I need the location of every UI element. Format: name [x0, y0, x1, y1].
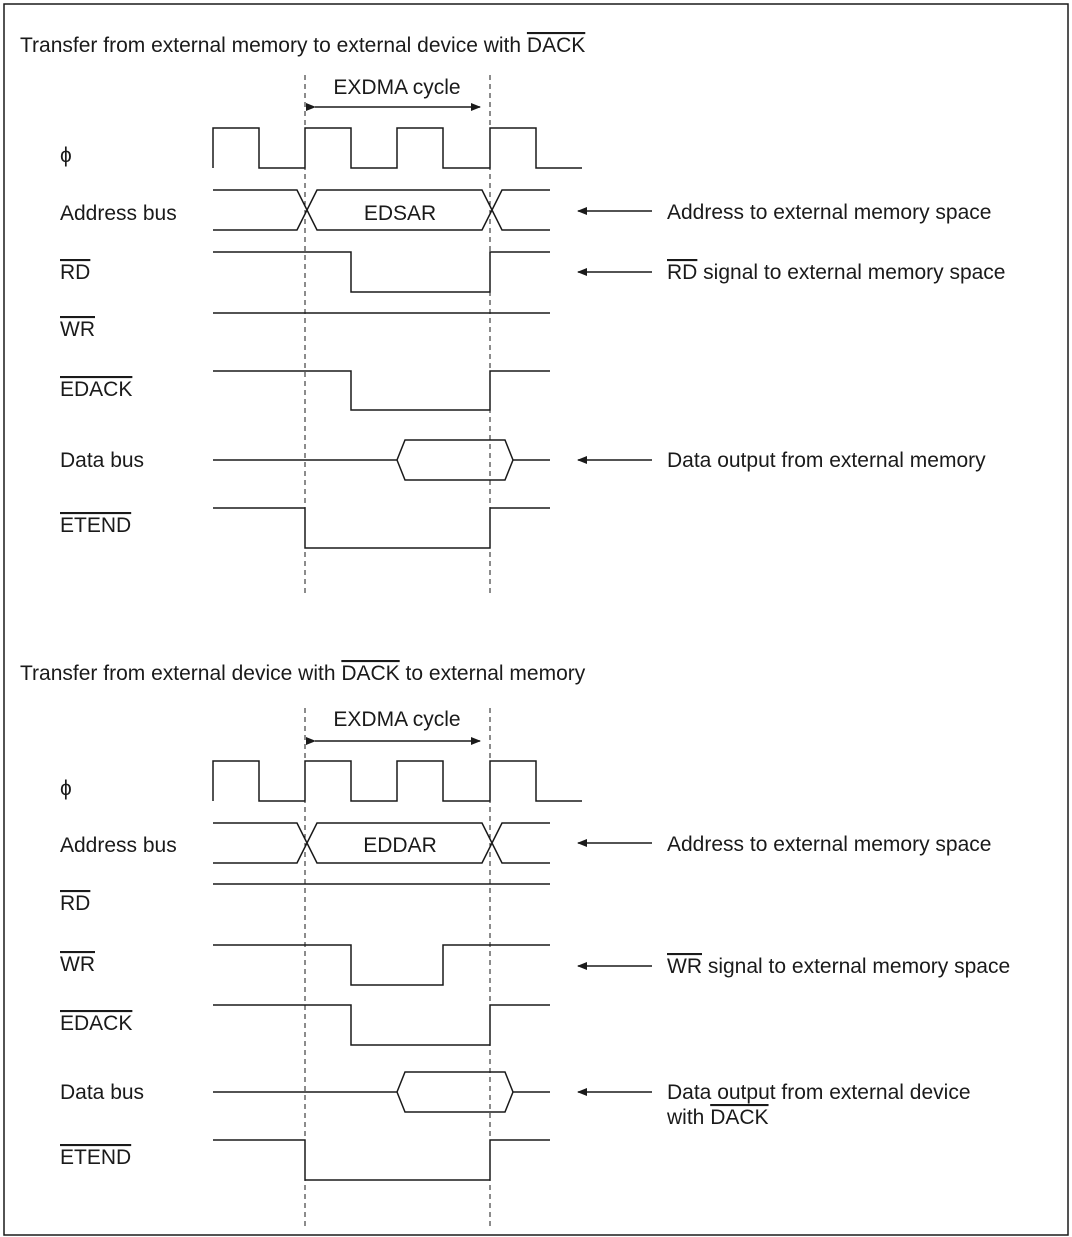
signal-label-wr: WR	[60, 953, 95, 976]
signal-label-wr: WR	[60, 318, 95, 341]
signal-label-address-bus: Address bus	[60, 202, 177, 225]
data-annotation: Data output from external device	[667, 1081, 971, 1104]
data-annotation-line2: with DACK	[666, 1106, 769, 1129]
address-bus-waveform	[213, 822, 550, 864]
signal-label-edack: EDACK	[60, 378, 132, 401]
strobe-annotation: RD signal to external memory space	[667, 261, 1005, 284]
cycle-label: EXDMA cycle	[333, 708, 460, 731]
edack-waveform	[213, 1004, 550, 1046]
etend-waveform	[213, 507, 550, 549]
signal-label-address-bus: Address bus	[60, 834, 177, 857]
data-bus-waveform	[213, 439, 550, 481]
rd-waveform	[213, 251, 550, 293]
wr-waveform	[213, 944, 550, 986]
signal-label-etend: ETEND	[60, 1146, 131, 1169]
signal-label-rd: RD	[60, 261, 90, 284]
etend-waveform	[213, 1139, 550, 1181]
address-annotation: Address to external memory space	[667, 833, 991, 856]
signal-label-phi: ϕ	[60, 777, 72, 800]
data-bus-waveform	[213, 1071, 550, 1113]
signal-label-etend: ETEND	[60, 514, 131, 537]
timing-diagram-read: Transfer from external memory to externa…	[20, 34, 1005, 595]
address-annotation: Address to external memory space	[667, 201, 991, 224]
edack-waveform	[213, 370, 550, 411]
diagram-title: Transfer from external device with DACK …	[20, 662, 586, 685]
signal-label-rd: RD	[60, 892, 90, 915]
phi-clock-waveform	[212, 760, 582, 802]
address-bus-waveform	[213, 189, 550, 231]
data-annotation: Data output from external memory	[667, 449, 986, 472]
address-bus-value: EDDAR	[363, 834, 437, 857]
timing-diagram-write: Transfer from external device with DACK …	[20, 662, 1010, 1228]
diagram-title: Transfer from external memory to externa…	[20, 34, 585, 57]
cycle-label: EXDMA cycle	[333, 76, 460, 99]
phi-clock-waveform	[212, 127, 582, 169]
signal-label-phi: ϕ	[60, 144, 72, 167]
outer-frame	[3, 3, 1069, 1236]
signal-label-edack: EDACK	[60, 1012, 132, 1035]
strobe-annotation: WR signal to external memory space	[667, 955, 1010, 978]
signal-label-data-bus: Data bus	[60, 1081, 144, 1104]
address-bus-value: EDSAR	[364, 202, 436, 225]
signal-label-data-bus: Data bus	[60, 449, 144, 472]
